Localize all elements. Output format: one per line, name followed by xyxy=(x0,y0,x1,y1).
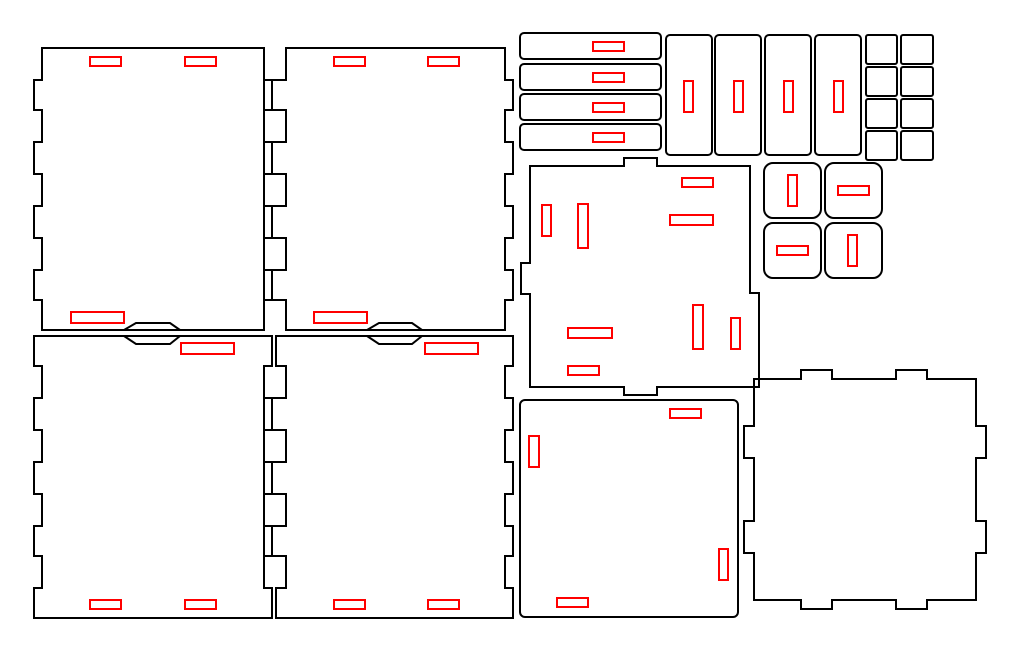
slot xyxy=(184,56,217,67)
side-panel-top-left xyxy=(33,47,273,331)
divider-group xyxy=(665,34,862,156)
side-panel-bottom-middle-outline xyxy=(263,335,514,619)
side-panel-bottom-left xyxy=(33,335,273,619)
slot xyxy=(541,204,552,237)
strip xyxy=(519,123,662,151)
slot xyxy=(776,245,809,256)
slot xyxy=(833,80,844,113)
bottom-plate xyxy=(519,399,739,618)
square-piece xyxy=(900,34,934,65)
side-panel-top-middle-outline xyxy=(263,47,514,331)
square-piece xyxy=(865,34,898,65)
slot xyxy=(333,56,366,67)
square-piece xyxy=(900,66,934,97)
side-panel-bottom-left-outline xyxy=(33,335,273,619)
divider xyxy=(714,34,762,156)
slot xyxy=(733,80,744,113)
slot xyxy=(70,311,125,324)
rounded-piece xyxy=(763,162,822,219)
rounded-piece xyxy=(824,222,883,279)
base-plate xyxy=(520,157,760,396)
strip xyxy=(519,93,662,121)
lid-plate xyxy=(743,369,987,610)
slot xyxy=(313,311,368,324)
slot xyxy=(89,599,122,610)
bridge-connector-right xyxy=(366,322,423,345)
slot xyxy=(681,177,714,188)
slot xyxy=(427,599,460,610)
slot xyxy=(427,56,460,67)
side-panel-top-left-outline xyxy=(33,47,273,331)
slot xyxy=(592,72,625,83)
slot xyxy=(556,597,589,608)
strip-group xyxy=(519,32,662,151)
slot xyxy=(567,365,600,376)
rounded-piece xyxy=(763,222,822,279)
slot xyxy=(718,548,729,581)
slot xyxy=(528,435,540,468)
slot xyxy=(669,408,702,419)
slot xyxy=(783,80,794,113)
slot xyxy=(592,132,625,143)
square-piece xyxy=(900,130,934,161)
base-plate-outline xyxy=(520,157,760,396)
slot xyxy=(333,599,366,610)
slot xyxy=(847,234,858,267)
slot xyxy=(180,342,235,355)
square-piece xyxy=(865,98,898,129)
divider xyxy=(814,34,862,156)
square-piece xyxy=(900,98,934,129)
lid-plate-outline xyxy=(743,369,987,610)
slot xyxy=(787,174,798,207)
square-piece xyxy=(865,66,898,97)
slot xyxy=(683,80,694,113)
slot xyxy=(567,327,613,339)
slot xyxy=(184,599,217,610)
bottom-plate-outline xyxy=(519,399,739,618)
bridge-connector-left xyxy=(123,322,181,345)
side-panel-top-middle xyxy=(263,47,514,331)
strip xyxy=(519,32,662,60)
rounded-piece-group xyxy=(763,162,883,279)
slot xyxy=(669,214,714,226)
slot xyxy=(592,41,625,52)
slot xyxy=(577,203,589,249)
square-piece xyxy=(865,130,898,161)
rounded-piece xyxy=(824,162,883,219)
divider xyxy=(764,34,812,156)
slot xyxy=(692,304,704,350)
slot xyxy=(730,317,741,350)
square-grid xyxy=(865,34,934,161)
divider xyxy=(665,34,713,156)
slot xyxy=(424,342,479,355)
strip xyxy=(519,63,662,91)
slot xyxy=(592,102,625,113)
side-panel-bottom-middle xyxy=(263,335,514,619)
slot xyxy=(837,185,870,196)
slot xyxy=(89,56,122,67)
